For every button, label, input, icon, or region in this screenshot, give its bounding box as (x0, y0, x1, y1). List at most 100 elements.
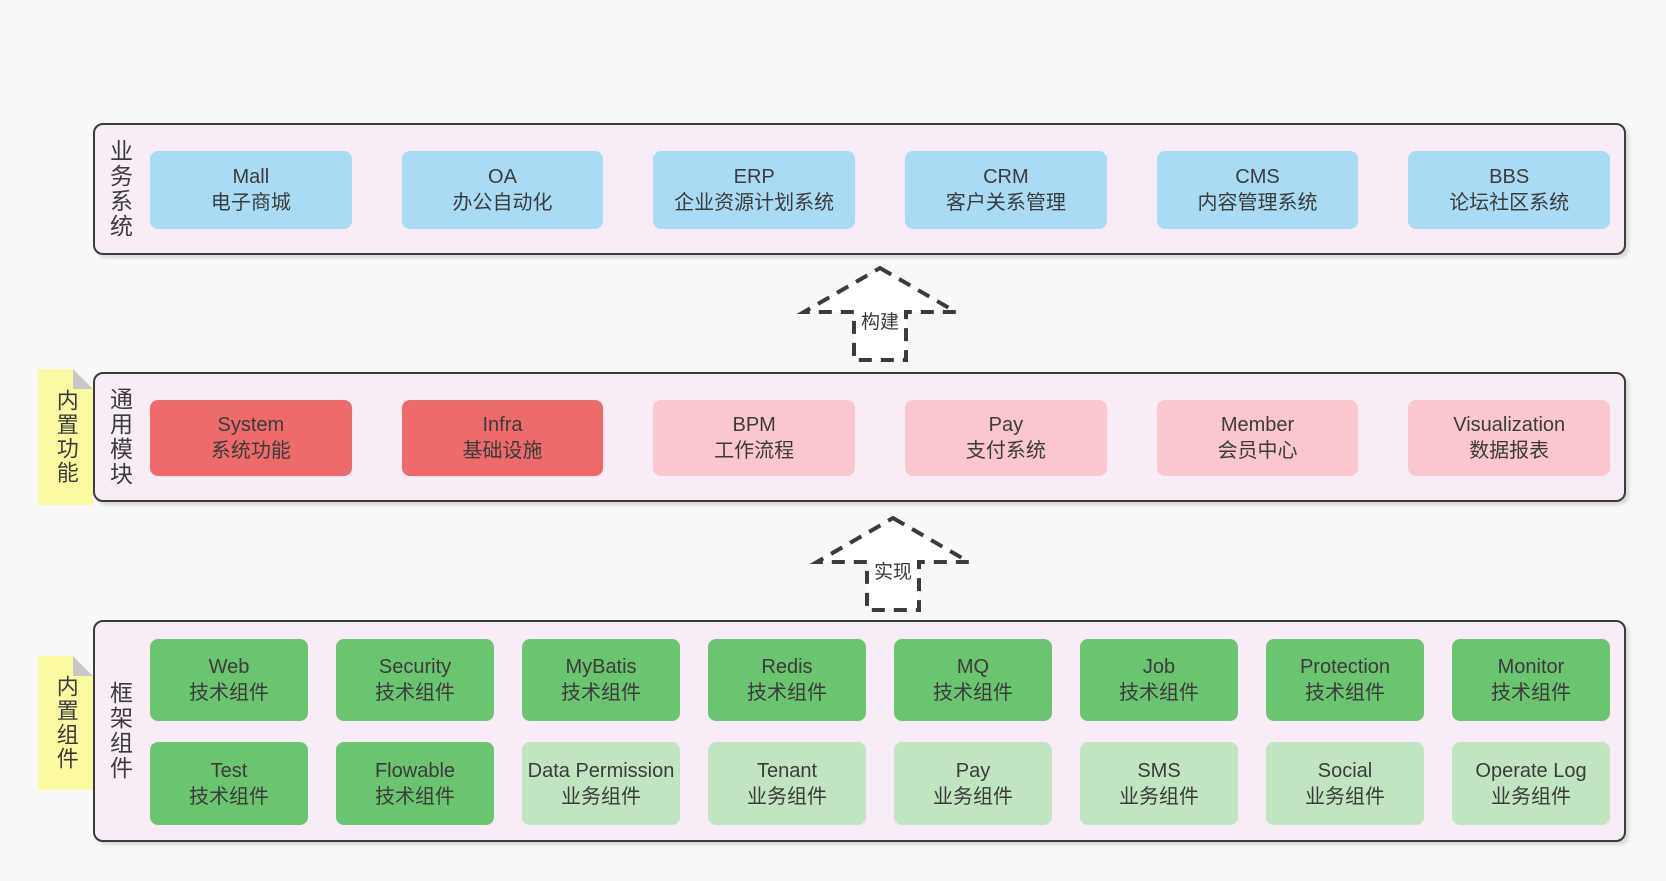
node-tenant: Tenant 业务组件 (708, 742, 866, 825)
node-name: Security (378, 656, 452, 678)
node-name: Infra (482, 414, 523, 436)
node-name: Tenant (756, 759, 818, 782)
node-flowable: Flowable 技术组件 (336, 742, 494, 825)
node-subtitle: 工作流程 (714, 440, 795, 462)
node-name: OA (488, 166, 517, 188)
framework-components-panel: 框架组件 Web 技术组件 Security 技术组件 MyBatis 技术组件… (93, 620, 1626, 842)
node-test: Test 技术组件 (150, 742, 308, 825)
node-subtitle: 技术组件 (1305, 682, 1385, 704)
builtin-components-note-label: 内置组件 (53, 675, 79, 771)
node-crm: CRM 客户关系管理 (905, 151, 1107, 229)
node-subtitle: 技术组件 (189, 682, 269, 704)
framework-components-label: 框架组件 (106, 681, 133, 781)
node-subtitle: 技术组件 (933, 682, 1013, 704)
node-subtitle: 业务组件 (1305, 785, 1385, 808)
builtin-features-note-label: 内置功能 (53, 389, 79, 485)
common-modules-label: 通用模块 (106, 387, 133, 487)
node-subtitle: 业务组件 (933, 785, 1013, 808)
node-system: System 系统功能 (150, 400, 352, 476)
node-protection: Protection 技术组件 (1266, 639, 1424, 721)
node-subtitle: 技术组件 (189, 785, 269, 808)
node-infra: Infra 基础设施 (401, 400, 604, 476)
node-erp: ERP 企业资源计划系统 (653, 151, 856, 229)
node-subtitle: 系统功能 (210, 440, 291, 462)
framework-row-tech: Web 技术组件 Security 技术组件 MyBatis 技术组件 Redi… (150, 639, 1610, 721)
business-systems-panel: 业务系统 Mall 电子商城 OA 办公自动化 ERP 企业资源计划系统 CRM… (93, 123, 1626, 255)
common-modules-panel: 通用模块 System 系统功能 Infra 基础设施 BPM 工作流程 Pay… (93, 372, 1626, 502)
node-mybatis: MyBatis 技术组件 (522, 639, 680, 721)
common-modules-row: System 系统功能 Infra 基础设施 BPM 工作流程 Pay 支付系统… (150, 400, 1611, 476)
node-subtitle: 内容管理系统 (1197, 192, 1318, 214)
node-operate-log: Operate Log 业务组件 (1452, 742, 1610, 825)
node-name: BBS (1489, 166, 1530, 188)
implement-arrow: 实现 (808, 510, 978, 614)
node-subtitle: 论坛社区系统 (1449, 192, 1570, 214)
node-subtitle: 技术组件 (1119, 682, 1199, 704)
node-subtitle: 客户关系管理 (945, 192, 1066, 214)
node-subtitle: 支付系统 (965, 440, 1046, 462)
business-systems-label: 业务系统 (106, 139, 133, 239)
note-fold-icon (73, 369, 93, 389)
node-name: Web (208, 656, 250, 678)
node-job: Job 技术组件 (1080, 639, 1238, 721)
node-name: Member (1220, 414, 1295, 436)
node-name: MQ (956, 656, 990, 678)
builtin-features-note: 内置功能 (38, 369, 93, 505)
node-name: Visualization (1453, 414, 1566, 436)
node-bpm: BPM 工作流程 (653, 400, 856, 476)
node-mall: Mall 电子商城 (150, 151, 352, 229)
node-subtitle: 技术组件 (1491, 682, 1571, 704)
business-systems-row: Mall 电子商城 OA 办公自动化 ERP 企业资源计划系统 CRM 客户关系… (150, 151, 1611, 229)
node-name: Job (1142, 656, 1176, 678)
node-bbs: BBS 论坛社区系统 (1408, 151, 1611, 229)
node-member: Member 会员中心 (1156, 400, 1359, 476)
node-name: Test (210, 759, 248, 782)
node-oa: OA 办公自动化 (401, 151, 604, 229)
framework-row-biz: Test 技术组件 Flowable 技术组件 Data Permission … (150, 742, 1610, 825)
node-data-permission: Data Permission 业务组件 (522, 742, 680, 825)
build-arrow-label: 构建 (857, 312, 903, 334)
node-subtitle: 办公自动化 (452, 192, 553, 214)
node-pay-module: Pay 支付系统 (905, 400, 1107, 476)
node-visualization: Visualization 数据报表 (1408, 400, 1611, 476)
node-name: Pay (955, 759, 991, 782)
node-subtitle: 电子商城 (210, 192, 291, 214)
node-subtitle: 业务组件 (1119, 785, 1199, 808)
node-subtitle: 技术组件 (747, 682, 827, 704)
node-name: Data Permission (527, 759, 675, 782)
node-subtitle: 技术组件 (375, 682, 455, 704)
node-name: Redis (761, 656, 813, 678)
node-name: ERP (733, 166, 775, 188)
node-subtitle: 企业资源计划系统 (674, 192, 835, 214)
build-arrow: 构建 (795, 260, 965, 364)
node-name: Mall (232, 166, 270, 188)
node-social: Social 业务组件 (1266, 742, 1424, 825)
node-name: CMS (1235, 166, 1280, 188)
implement-arrow-label: 实现 (870, 562, 916, 584)
node-redis: Redis 技术组件 (708, 639, 866, 721)
node-name: Monitor (1497, 656, 1565, 678)
node-name: System (217, 414, 285, 436)
node-subtitle: 数据报表 (1469, 440, 1550, 462)
node-name: Operate Log (1475, 759, 1587, 782)
node-subtitle: 基础设施 (462, 440, 543, 462)
node-subtitle: 技术组件 (375, 785, 455, 808)
node-name: Flowable (374, 759, 456, 782)
builtin-components-note: 内置组件 (38, 656, 93, 790)
node-subtitle: 业务组件 (561, 785, 641, 808)
node-security: Security 技术组件 (336, 639, 494, 721)
node-name: Protection (1299, 656, 1391, 678)
node-cms: CMS 内容管理系统 (1156, 151, 1359, 229)
node-name: SMS (1137, 759, 1181, 782)
node-subtitle: 技术组件 (561, 682, 641, 704)
node-mq: MQ 技术组件 (894, 639, 1052, 721)
node-name: BPM (732, 414, 776, 436)
node-name: CRM (983, 166, 1029, 188)
node-subtitle: 业务组件 (1491, 785, 1571, 808)
node-name: Social (1317, 759, 1373, 782)
node-sms: SMS 业务组件 (1080, 742, 1238, 825)
node-monitor: Monitor 技术组件 (1452, 639, 1610, 721)
node-subtitle: 会员中心 (1217, 440, 1298, 462)
node-pay-component: Pay 业务组件 (894, 742, 1052, 825)
